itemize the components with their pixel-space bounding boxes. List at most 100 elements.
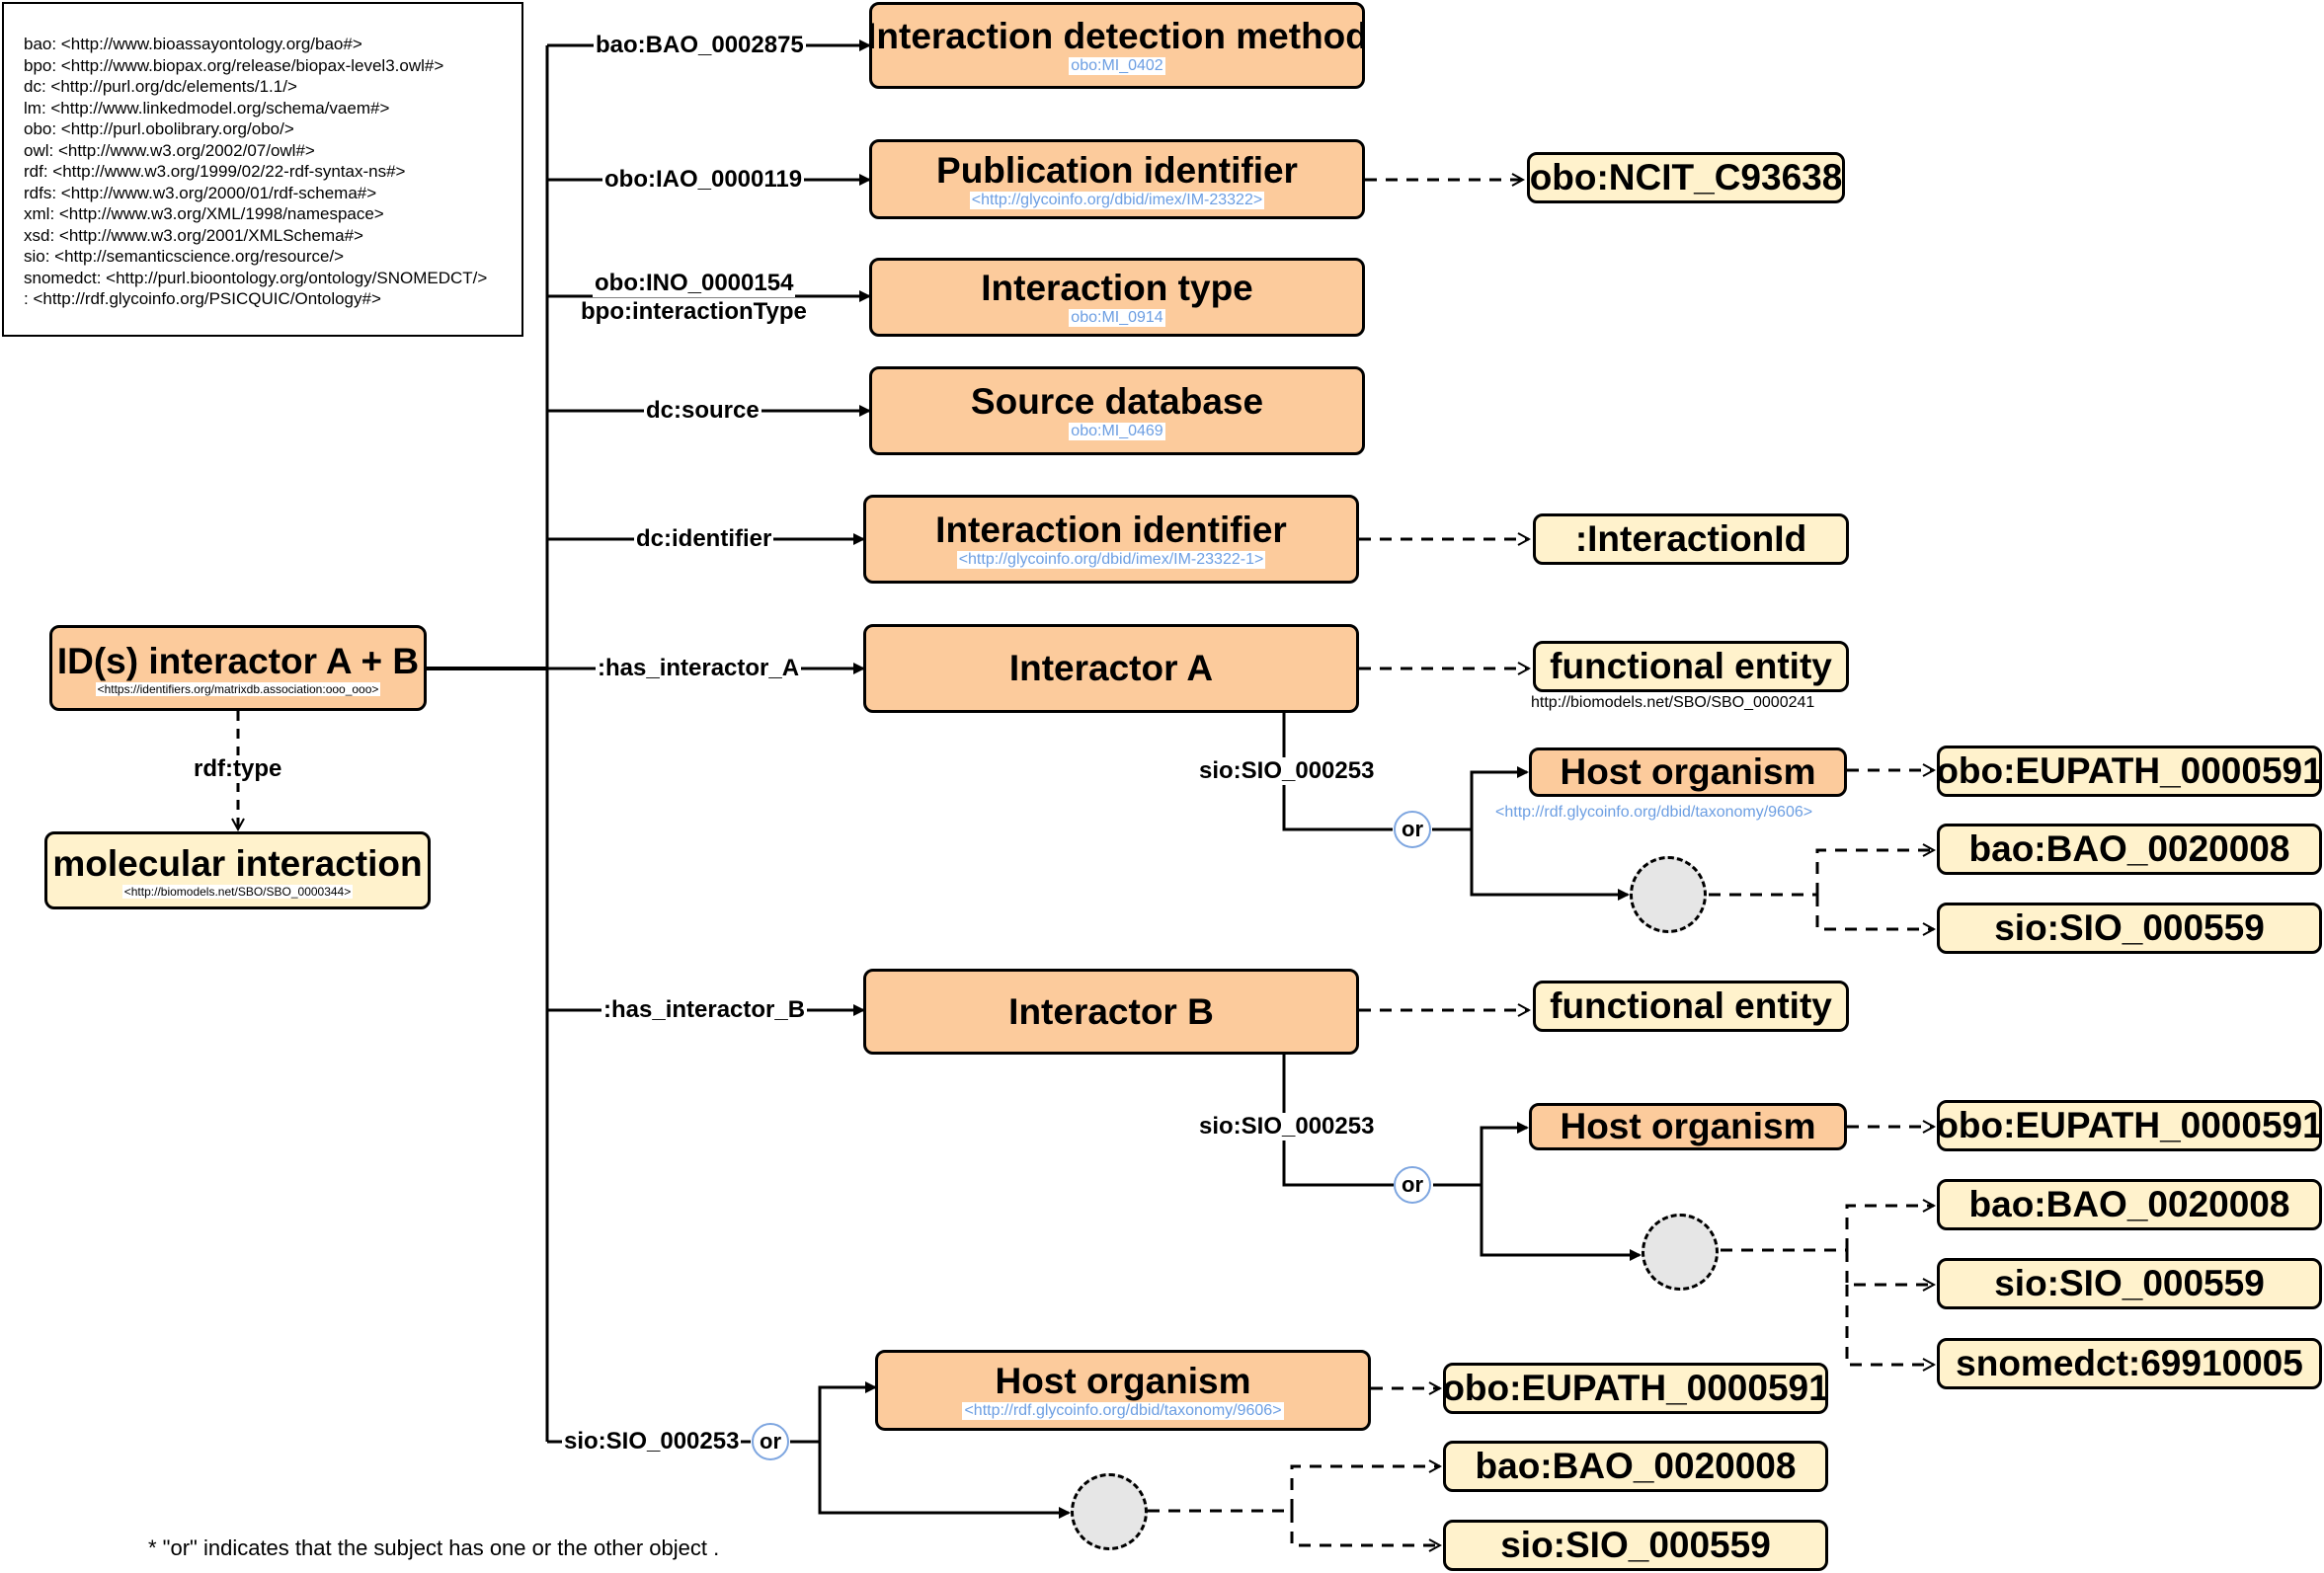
edge-blank-c-sio: [1290, 1511, 1440, 1545]
or-node-a: or: [1394, 811, 1431, 848]
interactor-a-title: Interactor A: [1008, 648, 1214, 688]
functional-entity-a-uri: http://biomodels.net/SBO/SBO_0000241: [1531, 694, 1815, 711]
edge-label-ino-154: obo:INO_0000154: [593, 270, 796, 297]
edge-label-rdf-type: rdf:type: [192, 755, 284, 783]
edge-blank-a-bao: [1815, 850, 1934, 895]
source-database-node[interactable]: Source database obo:MI_0469: [869, 366, 1365, 455]
bao-a-node[interactable]: bao:BAO_0020008: [1937, 824, 2322, 875]
legend-line: sio: <http://semanticscience.org/resourc…: [24, 247, 345, 266]
host-organism-c-node[interactable]: Host organism <http://rdf.glycoinfo.org/…: [875, 1350, 1371, 1431]
interaction-id-class-node[interactable]: :InteractionId: [1533, 513, 1849, 565]
or-node-root: or: [752, 1423, 789, 1460]
or-node-b: or: [1394, 1166, 1431, 1204]
host-organism-a-uri: <http://rdf.glycoinfo.org/dbid/taxonomy/…: [1493, 804, 1815, 822]
legend-line: xml: <http://www.w3.org/XML/1998/namespa…: [24, 204, 384, 223]
edge-root-or-host: [790, 1381, 877, 1444]
sio559-b-node[interactable]: sio:SIO_000559: [1937, 1258, 2322, 1309]
legend-line: bpo: <http://www.biopax.org/release/biop…: [24, 55, 444, 75]
legend-line: bao: <http://www.bioassayontology.org/ba…: [24, 35, 362, 53]
ncit-title: obo:NCIT_C93638: [1529, 157, 1843, 197]
source-database-uri: obo:MI_0469: [1069, 423, 1165, 440]
interaction-id-class-title: :InteractionId: [1574, 518, 1807, 559]
edge-label-has-interactor-b: :has_interactor_B: [601, 996, 808, 1024]
bao-c-title: bao:BAO_0020008: [1475, 1446, 1797, 1486]
legend-line: : <http://rdf.glycoinfo.org/PSICQUIC/Ont…: [24, 289, 381, 308]
bao-a-title: bao:BAO_0020008: [1968, 828, 2290, 869]
eupath-b-node[interactable]: obo:EUPATH_0000591: [1937, 1100, 2322, 1151]
edge-label-dc-identifier: dc:identifier: [634, 525, 774, 553]
eupath-a-title: obo:EUPATH_0000591: [1937, 750, 2322, 791]
publication-id-uri: <http://glycoinfo.org/dbid/imex/IM-23322…: [969, 191, 1265, 209]
edge-interactor-b-sio: [1282, 1055, 1394, 1187]
edge-label-sio-253-root: sio:SIO_000253: [562, 1428, 742, 1455]
legend-line: dc: <http://purl.org/dc/elements/1.1/>: [24, 77, 297, 96]
functional-entity-a-node[interactable]: functional entity: [1533, 641, 1849, 692]
edge-label-dc-source: dc:source: [644, 397, 761, 425]
edge-a-or-blank: [1470, 829, 1630, 901]
legend-line: lm: <http://www.linkedmodel.org/schema/v…: [24, 98, 390, 118]
eupath-a-node[interactable]: obo:EUPATH_0000591: [1937, 746, 2322, 797]
host-organism-c-title: Host organism: [995, 1361, 1251, 1401]
edge-label-sio-253-b: sio:SIO_000253: [1197, 1113, 1377, 1140]
sio559-a-node[interactable]: sio:SIO_000559: [1937, 903, 2322, 954]
interactor-b-node[interactable]: Interactor B: [863, 969, 1359, 1055]
edge-label-sio-253-a: sio:SIO_000253: [1197, 757, 1377, 785]
edge-b-or-host: [1433, 1122, 1529, 1187]
edge-label-iao-119: obo:IAO_0000119: [602, 166, 805, 194]
interactor-b-title: Interactor B: [1008, 990, 1214, 1032]
ncit-node[interactable]: obo:NCIT_C93638: [1527, 152, 1845, 203]
bao-b-title: bao:BAO_0020008: [1968, 1184, 2290, 1224]
edge-label-has-interactor-a: :has_interactor_A: [596, 655, 802, 682]
interaction-identifier-title: Interaction identifier: [935, 510, 1287, 550]
bao-b-node[interactable]: bao:BAO_0020008: [1937, 1179, 2322, 1230]
edge-blank-b-bao: [1845, 1206, 1934, 1250]
interaction-type-title: Interaction type: [981, 268, 1253, 308]
host-organism-a-node[interactable]: Host organism: [1529, 747, 1847, 797]
publication-id-title: Publication identifier: [936, 149, 1298, 191]
molecular-interaction-title: molecular interaction: [52, 842, 423, 884]
legend-line: owl: <http://www.w3.org/2002/07/owl#>: [24, 140, 315, 160]
sio559-a-title: sio:SIO_000559: [1994, 907, 2265, 948]
edge-blank-b-snomed: [1845, 1285, 1934, 1365]
detection-method-uri: obo:MI_0402: [1069, 57, 1165, 75]
root-node-uri: <https://identifiers.org/matrixdb.associ…: [95, 681, 381, 696]
interaction-identifier-uri: <http://glycoinfo.org/dbid/imex/IM-23322…: [956, 551, 1266, 569]
interactor-a-node[interactable]: Interactor A: [863, 624, 1359, 713]
host-organism-a-title: Host organism: [1560, 751, 1816, 792]
edge-blank-a-sio: [1815, 895, 1934, 929]
namespace-legend: bao: <http://www.bioassayontology.org/ba…: [2, 2, 523, 337]
edge-label-bao-2875: bao:BAO_0002875: [594, 32, 806, 59]
eupath-c-node[interactable]: obo:EUPATH_0000591: [1443, 1363, 1828, 1414]
functional-entity-b-title: functional entity: [1550, 985, 1832, 1026]
legend-line: rdf: <http://www.w3.org/1999/02/22-rdf-s…: [24, 162, 406, 181]
root-node-title: ID(s) interactor A + B: [56, 640, 420, 681]
functional-entity-a-title: functional entity: [1550, 646, 1832, 686]
edge-b-or-blank: [1480, 1185, 1642, 1261]
root-node[interactable]: ID(s) interactor A + B <https://identifi…: [49, 625, 427, 711]
interaction-identifier-node[interactable]: Interaction identifier <http://glycoinfo…: [863, 495, 1359, 584]
host-organism-b-node[interactable]: Host organism: [1529, 1103, 1847, 1150]
legend-line: snomedct: <http://purl.bioontology.org/o…: [24, 268, 488, 287]
edge-blank-b-sio: [1845, 1250, 1934, 1285]
snomed-node[interactable]: snomedct:69910005: [1937, 1338, 2322, 1389]
sio559-c-node[interactable]: sio:SIO_000559: [1443, 1520, 1828, 1571]
functional-entity-b-node[interactable]: functional entity: [1533, 981, 1849, 1032]
legend-line: xsd: <http://www.w3.org/2001/XMLSchema#>: [24, 225, 363, 245]
molecular-interaction-node[interactable]: molecular interaction <http://biomodels.…: [44, 831, 431, 909]
molecular-interaction-uri: <http://biomodels.net/SBO/SBO_0000344>: [121, 884, 354, 899]
publication-id-node[interactable]: Publication identifier <http://glycoinfo…: [869, 139, 1365, 219]
interaction-type-uri: obo:MI_0914: [1069, 309, 1165, 327]
sio559-b-title: sio:SIO_000559: [1994, 1263, 2265, 1303]
blank-node-c: [1071, 1473, 1148, 1550]
blank-node-a: [1630, 856, 1707, 933]
detection-method-node[interactable]: Interaction detection method obo:MI_0402: [869, 2, 1365, 89]
snomed-title: snomedct:69910005: [1956, 1343, 2303, 1383]
eupath-c-title: obo:EUPATH_0000591: [1443, 1368, 1828, 1408]
bao-c-node[interactable]: bao:BAO_0020008: [1443, 1441, 1828, 1492]
edge-label-interaction-type: bpo:interactionType: [579, 298, 809, 326]
edge-root-or-blank: [818, 1442, 1071, 1519]
footnote: * "or" indicates that the subject has on…: [148, 1535, 720, 1560]
eupath-b-title: obo:EUPATH_0000591: [1937, 1105, 2322, 1145]
interaction-type-node[interactable]: Interaction type obo:MI_0914: [869, 258, 1365, 337]
